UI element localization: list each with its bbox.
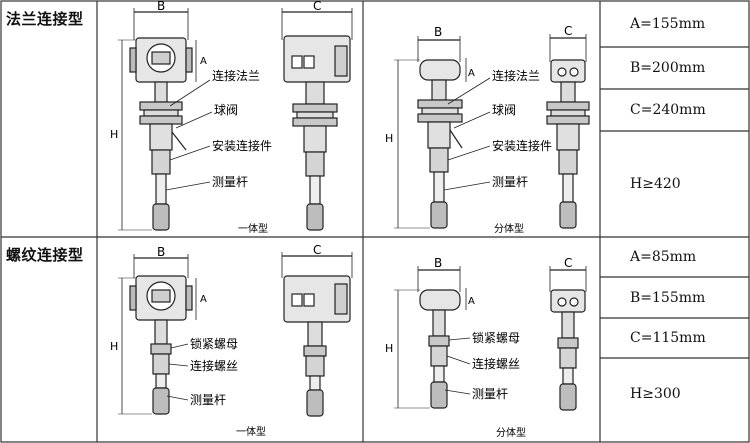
thread-spec-a: A=85mm xyxy=(630,249,697,265)
flange-type-label: 法兰连接型 xyxy=(6,10,84,28)
thread-type-label: 螺纹连接型 xyxy=(6,246,84,264)
flange-split-dim-h: H xyxy=(385,132,393,145)
flange-integral-callout-flange: 连接法兰 xyxy=(212,68,260,83)
flange-integral-dim-a: A xyxy=(200,56,207,67)
flange-integral-caption: 一体型 xyxy=(238,222,268,235)
thread-split-side-view xyxy=(549,266,587,411)
thread-integral-side-view xyxy=(281,252,353,417)
thread-split-callout-screw: 连接螺丝 xyxy=(472,356,520,371)
thread-split-dim-b: B xyxy=(434,256,442,270)
flange-spec-b: B=200mm xyxy=(630,60,706,76)
thread-split-dim-a: A xyxy=(468,296,475,307)
flange-split-front-view xyxy=(394,36,491,229)
flange-split-callout-valve: 球阀 xyxy=(492,103,516,117)
thread-spec-c: C=115mm xyxy=(630,330,706,346)
flange-integral-dim-h: H xyxy=(110,128,118,141)
thread-integral-front-view xyxy=(118,254,197,415)
flange-spec-a: A=155mm xyxy=(630,16,706,32)
thread-split-side-dim-c: C xyxy=(564,256,572,270)
flange-integral-callout-fitting: 安装连接件 xyxy=(212,138,272,153)
flange-split-callout-fitting: 安装连接件 xyxy=(492,138,552,153)
flange-split-dim-a: A xyxy=(468,68,475,79)
thread-integral-side-dim-c: C xyxy=(313,243,321,257)
thread-spec-h: H≥300 xyxy=(630,386,681,402)
thread-split-caption: 分体型 xyxy=(496,426,526,439)
thread-split-callout-nut: 锁紧螺母 xyxy=(472,330,520,345)
flange-split-dim-b: B xyxy=(434,25,442,39)
thread-spec-b: B=155mm xyxy=(630,290,706,306)
flange-split-side-dim-c: C xyxy=(564,24,572,38)
thread-integral-callout-screw: 连接螺丝 xyxy=(190,358,238,373)
thread-integral-dim-b: B xyxy=(157,245,165,259)
flange-split-side-view xyxy=(546,34,590,229)
flange-spec-h: H≥420 xyxy=(630,176,681,192)
thread-integral-callout-rod: 测量杆 xyxy=(190,393,226,407)
flange-split-callout-rod: 测量杆 xyxy=(492,175,528,189)
flange-integral-front-view xyxy=(118,8,213,231)
flange-integral-side-view xyxy=(281,8,353,231)
flange-spec-c: C=240mm xyxy=(630,102,706,118)
flange-integral-callout-valve: 球阀 xyxy=(214,103,238,117)
thread-split-callout-rod: 测量杆 xyxy=(472,387,508,401)
thread-integral-callout-nut: 锁紧螺母 xyxy=(190,336,238,351)
flange-split-callout-flange: 连接法兰 xyxy=(492,68,540,83)
flange-integral-dim-b: B xyxy=(157,0,165,13)
thread-split-front-view xyxy=(394,266,471,409)
flange-integral-side-dim-c: C xyxy=(313,0,321,13)
thread-split-dim-h: H xyxy=(385,342,393,355)
flange-split-caption: 分体型 xyxy=(494,222,524,235)
flange-integral-callout-rod: 测量杆 xyxy=(212,175,248,189)
thread-integral-caption: 一体型 xyxy=(236,425,266,438)
thread-integral-dim-a: A xyxy=(200,294,207,305)
thread-integral-dim-h: H xyxy=(110,340,118,353)
